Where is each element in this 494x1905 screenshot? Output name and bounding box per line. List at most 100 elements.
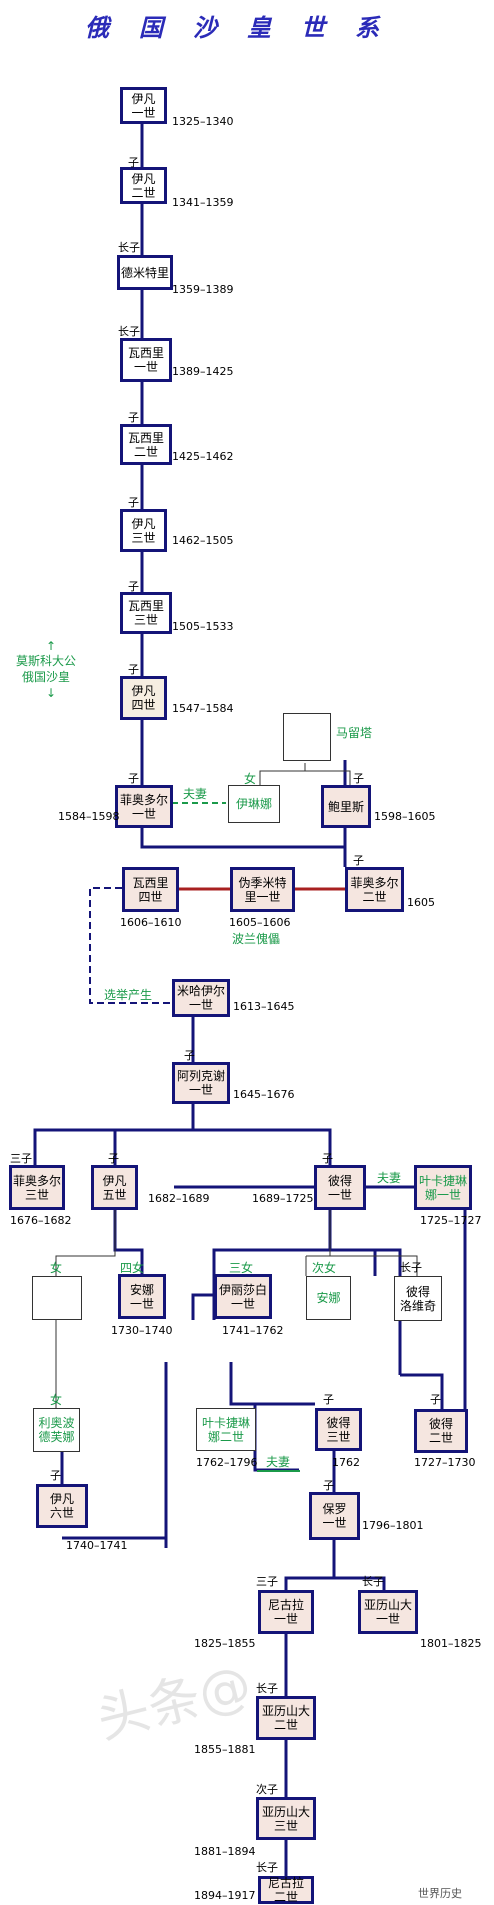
rel-son-vasily2: 子: [128, 411, 139, 424]
rel-son-ivan6: 子: [50, 1469, 61, 1482]
years-nicholas2: 1894–1917: [194, 1889, 256, 1902]
years-mikhail: 1613–1645: [233, 1000, 295, 1013]
rel-son-ivan2: 子: [128, 156, 139, 169]
years-peter1: 1689–1725: [252, 1192, 314, 1205]
years-alexander2: 1855–1881: [194, 1743, 256, 1756]
node-fyodor2: 菲奥多尔 二世: [345, 867, 404, 912]
node-anna-leopoldovna: 利奥波 德芙娜: [33, 1408, 80, 1452]
years-ivan3: 1462–1505: [172, 534, 234, 547]
years-ivan6: 1740–1741: [66, 1539, 128, 1552]
node-peter3: 彼得 三世: [315, 1408, 362, 1451]
years-peter3: 1762: [332, 1456, 360, 1469]
years-anna: 1730–1740: [111, 1324, 173, 1337]
node-dmitri: 德米特里: [117, 255, 173, 290]
node-boris: 鲍里斯: [321, 785, 371, 828]
years-fyodor1: 1584–1598: [58, 810, 120, 823]
node-irina: 伊琳娜: [228, 785, 280, 823]
rel-fourth-daughter: 四女: [120, 1261, 145, 1275]
rel-second-daughter: 次女: [312, 1261, 337, 1275]
node-alexander3: 亚历山大 三世: [256, 1797, 316, 1840]
years-vasily1: 1389–1425: [172, 365, 234, 378]
years-fyodor2: 1605: [407, 896, 435, 909]
years-peter2: 1727–1730: [414, 1456, 476, 1469]
note-polish-puppet: 波兰傀儡: [232, 932, 281, 946]
node-ivan4: 伊凡 四世: [120, 676, 167, 720]
node-vasily4: 瓦西里 四世: [122, 867, 179, 912]
years-false-dmitri: 1605–1606: [229, 916, 291, 929]
node-vasily3: 瓦西里 三世: [120, 592, 172, 634]
node-false-dmitri: 伪季米特 里一世: [230, 867, 295, 912]
rel-eldest-peter-alexeyevich: 长子: [400, 1261, 422, 1274]
node-alexander2: 亚历山大 二世: [256, 1696, 316, 1740]
node-alexander1: 亚历山大 一世: [358, 1590, 418, 1634]
years-vasily4: 1606–1610: [120, 916, 182, 929]
rel-son-vasily3: 子: [128, 580, 139, 593]
node-mikhail: 米哈伊尔 一世: [172, 979, 230, 1017]
node-ivan1: 伊凡 一世: [120, 87, 167, 124]
rel-second-son-alexander3: 次子: [256, 1783, 278, 1796]
rel-son-ivan3: 子: [128, 496, 139, 509]
rel-daughter-irina: 女: [244, 772, 257, 786]
node-catherine1: 叶卡捷琳 娜一世: [414, 1165, 472, 1210]
node-nicholas2: 尼古拉 二世: [258, 1876, 314, 1904]
rel-son-peter1: 子: [322, 1152, 333, 1165]
rel-son-peter3: 子: [323, 1393, 334, 1406]
years-dmitri: 1359–1389: [172, 283, 234, 296]
node-maljuta: [283, 713, 331, 761]
node-fyodor1: 菲奥多尔 一世: [115, 785, 173, 828]
node-paul1: 保罗 一世: [309, 1492, 360, 1540]
rel-third-son-nicholas1: 三子: [256, 1575, 278, 1588]
years-paul1: 1796–1801: [362, 1519, 424, 1532]
rel-eldest-nicholas2: 长子: [256, 1861, 278, 1874]
years-ivan1: 1325–1340: [172, 115, 234, 128]
rel-son-fyodor1: 子: [128, 772, 139, 785]
corner-credit: 世界历史: [418, 1887, 462, 1900]
rel-spouse-peter3: 夫妻: [266, 1455, 291, 1469]
rel-son-alexei: 子: [184, 1049, 195, 1062]
note-tsardom: 俄国沙皇: [22, 670, 71, 684]
years-alexei: 1645–1676: [233, 1088, 295, 1101]
note-maljuta: 马留塔: [336, 726, 373, 740]
years-elizabeth: 1741–1762: [222, 1324, 284, 1337]
rel-son-paul1: 子: [323, 1479, 334, 1492]
node-alexei: 阿列克谢 一世: [172, 1062, 230, 1104]
years-catherine2: 1762–1796: [196, 1456, 258, 1469]
note-arrow-down: ↓: [46, 686, 57, 700]
rel-son-peter2: 子: [430, 1393, 441, 1406]
rel-eldest-vasily1: 长子: [118, 325, 140, 338]
node-ivan3: 伊凡 三世: [120, 509, 167, 552]
years-ivan2: 1341–1359: [172, 196, 234, 209]
node-anna-mother: [32, 1276, 82, 1320]
years-catherine1: 1725–1727: [420, 1214, 482, 1227]
node-catherine2: 叶卡捷琳 娜二世: [196, 1408, 256, 1451]
node-peter2: 彼得 二世: [414, 1409, 468, 1453]
years-vasily2: 1425–1462: [172, 450, 234, 463]
rel-daughter-b: 女: [50, 1393, 63, 1407]
rel-spouse-peter1: 夫妻: [377, 1171, 402, 1185]
rel-son-ivan5: 子: [108, 1152, 119, 1165]
note-arrow-up: ↑: [46, 639, 57, 653]
years-boris: 1598–1605: [374, 810, 436, 823]
node-fyodor3: 菲奥多尔 三世: [9, 1165, 65, 1210]
rel-third-daughter: 三女: [229, 1261, 254, 1275]
rel-son-fyodor2: 子: [353, 854, 364, 867]
rel-eldest-alexander1: 长子: [362, 1575, 384, 1588]
node-ivan5: 伊凡 五世: [91, 1165, 138, 1210]
years-alexander3: 1881–1894: [194, 1845, 256, 1858]
rel-son-ivan4: 子: [128, 663, 139, 676]
rel-eldest-dmitri: 长子: [118, 241, 140, 254]
node-anna-petrovna: 安娜: [306, 1276, 351, 1320]
rel-daughter-a: 女: [50, 1261, 63, 1275]
years-ivan5: 1682–1689: [148, 1192, 210, 1205]
node-vasily1: 瓦西里 一世: [120, 338, 172, 382]
years-fyodor3: 1676–1682: [10, 1214, 72, 1227]
years-alexander1: 1801–1825: [420, 1637, 482, 1650]
rel-eldest-alexander2: 长子: [256, 1682, 278, 1695]
note-muscovy: 莫斯科大公: [16, 654, 77, 668]
rel-third-son: 三子: [10, 1152, 32, 1165]
node-peter-alexeyevich: 彼得 洛维奇: [394, 1276, 442, 1321]
node-nicholas1: 尼古拉 一世: [258, 1590, 314, 1634]
node-peter1: 彼得 一世: [314, 1165, 366, 1210]
years-vasily3: 1505–1533: [172, 620, 234, 633]
